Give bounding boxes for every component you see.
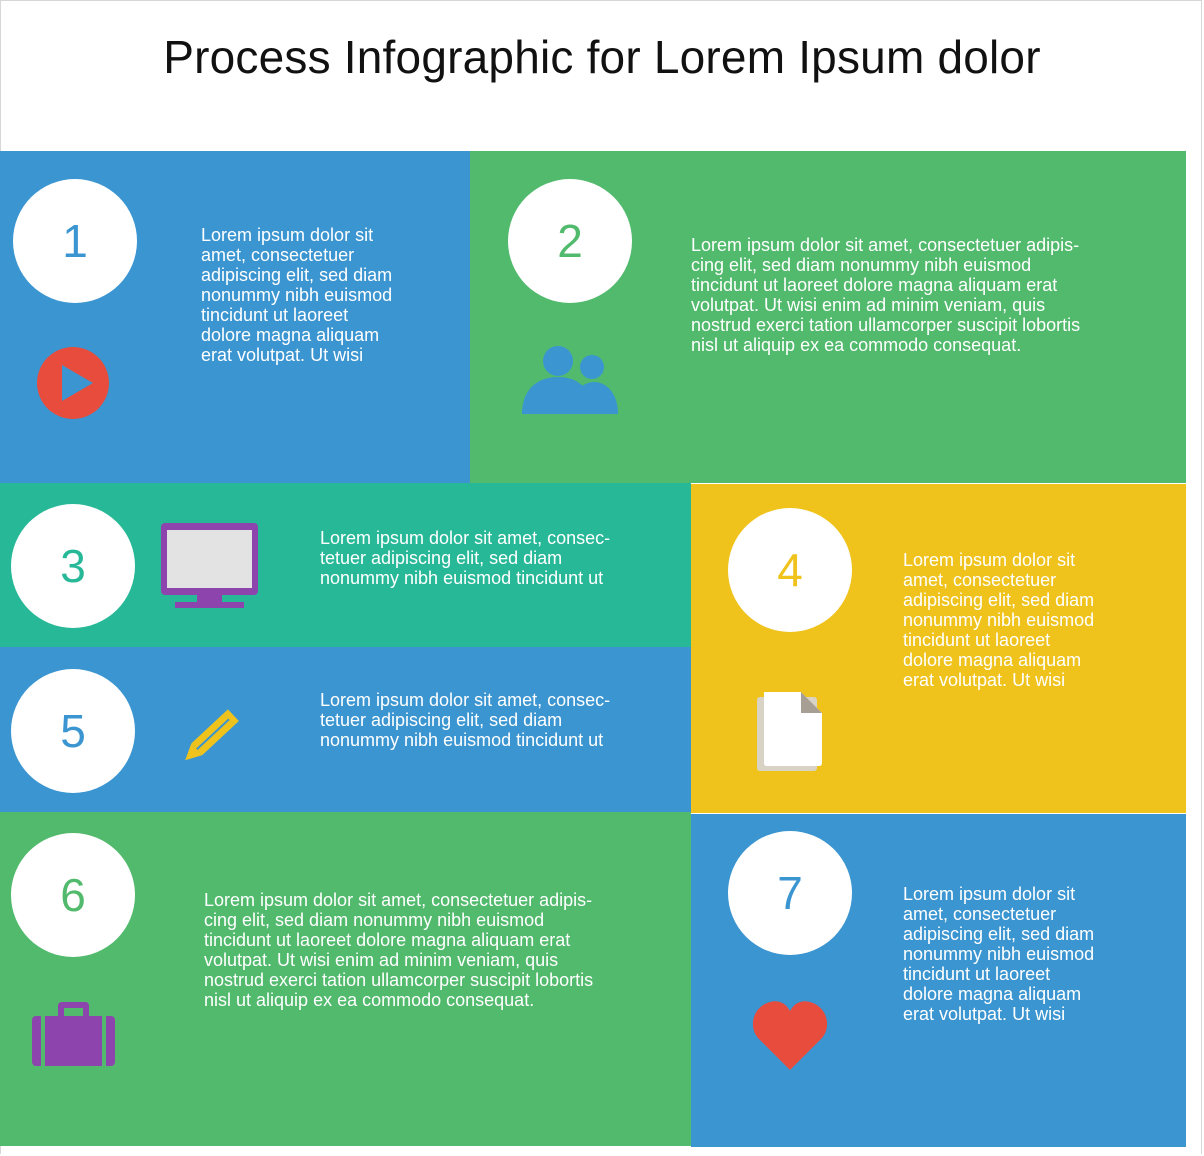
monitor-icon — [161, 523, 258, 609]
step-3-number: 3 — [60, 540, 86, 592]
step-2-description: Lorem ipsum dolor sit amet, consectetuer… — [691, 235, 1080, 355]
step-7-line: tincidunt ut laoreet — [903, 964, 1051, 984]
step-4-line: adipiscing elit, sed diam — [903, 590, 1095, 610]
step-7-line: amet, consectetuer — [903, 904, 1057, 924]
step-3-panel: 3 Lorem ipsum dolor sit amet, consec- te… — [0, 483, 691, 647]
step-7-line: dolore magna aliquam — [903, 984, 1082, 1004]
users-icon — [521, 344, 619, 416]
step-4-number: 4 — [777, 544, 803, 596]
step-1-line: amet, consectetuer — [201, 245, 355, 265]
step-5-number-circle: 5 — [11, 669, 135, 793]
step-7-line: Lorem ipsum dolor sit — [903, 884, 1076, 904]
document-icon — [755, 689, 825, 773]
step-1-line: erat volutpat. Ut wisi — [201, 345, 364, 365]
step-6-number-circle: 6 — [11, 833, 135, 957]
step-4-description: Lorem ipsum dolor sit amet, consectetuer… — [903, 550, 1094, 690]
step-1-line: nonummy nibh euismod — [201, 285, 393, 305]
step-4-panel: 4 Lorem ipsum dolor sit amet, consectetu… — [691, 484, 1186, 813]
step-7-line: erat volutpat. Ut wisi — [903, 1004, 1066, 1024]
step-4-line: Lorem ipsum dolor sit — [903, 550, 1076, 570]
step-4-line: nonummy nibh euismod — [903, 610, 1095, 630]
pencil-icon — [178, 706, 242, 768]
step-7-number-circle: 7 — [728, 831, 852, 955]
step-2-number-circle: 2 — [508, 179, 632, 303]
step-1-line: tincidunt ut laoreet — [201, 305, 349, 325]
step-2-line: volutpat. Ut wisi enim ad minim veniam, … — [691, 295, 1046, 315]
step-2-line: nisl ut aliquip ex ea commodo consequat. — [691, 335, 1022, 355]
heart-icon — [752, 999, 828, 1071]
step-4-line: amet, consectetuer — [903, 570, 1057, 590]
step-6-line: volutpat. Ut wisi enim ad minim veniam, … — [204, 950, 559, 970]
step-6-number: 6 — [60, 869, 86, 921]
step-2-panel: 2 Lorem ipsum dolor sit amet, consectetu… — [470, 151, 1186, 483]
play-icon — [37, 347, 109, 419]
step-5-panel: 5 Lorem ipsum dolor sit amet, consec- te… — [0, 647, 691, 812]
step-2-line: Lorem ipsum dolor sit amet, consectetuer… — [691, 235, 1080, 255]
step-1-number-circle: 1 — [13, 179, 137, 303]
step-5-number: 5 — [60, 705, 86, 757]
step-4-number-circle: 4 — [728, 508, 852, 632]
step-2-number: 2 — [557, 215, 583, 267]
step-3-line: tetuer adipiscing elit, sed diam — [320, 548, 563, 568]
step-5-line: nonummy nibh euismod tincidunt ut — [320, 730, 604, 750]
step-2-line: cing elit, sed diam nonummy nibh euismod — [691, 255, 1032, 275]
step-6-line: tincidunt ut laoreet dolore magna aliqua… — [204, 930, 571, 950]
step-6-description: Lorem ipsum dolor sit amet, consectetuer… — [204, 890, 593, 1010]
step-6-line: cing elit, sed diam nonummy nibh euismod — [204, 910, 545, 930]
step-6-line: nostrud exerci tation ullamcorper suscip… — [204, 970, 594, 990]
step-1-panel: 1 Lorem ipsum dolor sit amet, consectetu… — [0, 151, 470, 483]
step-3-description: Lorem ipsum dolor sit amet, consec- tetu… — [320, 528, 610, 588]
step-7-line: nonummy nibh euismod — [903, 944, 1095, 964]
step-4-line: dolore magna aliquam — [903, 650, 1082, 670]
step-1-line: dolore magna aliquam — [201, 325, 380, 345]
step-3-line: nonummy nibh euismod tincidunt ut — [320, 568, 604, 588]
step-3-number-circle: 3 — [11, 504, 135, 628]
step-4-line: erat volutpat. Ut wisi — [903, 670, 1066, 690]
step-7-panel: 7 Lorem ipsum dolor sit amet, consectetu… — [691, 814, 1186, 1147]
step-7-number: 7 — [777, 867, 803, 919]
step-1-description: Lorem ipsum dolor sit amet, consectetuer… — [201, 225, 392, 365]
step-5-description: Lorem ipsum dolor sit amet, consec- tetu… — [320, 690, 610, 750]
step-3-line: Lorem ipsum dolor sit amet, consec- — [320, 528, 611, 548]
step-6-panel: 6 Lorem ipsum dolor sit amet, consectetu… — [0, 812, 691, 1146]
step-1-line: Lorem ipsum dolor sit — [201, 225, 374, 245]
step-6-line: nisl ut aliquip ex ea commodo consequat. — [204, 990, 535, 1010]
step-7-description: Lorem ipsum dolor sit amet, consectetuer… — [903, 884, 1094, 1024]
step-5-line: tetuer adipiscing elit, sed diam — [320, 710, 563, 730]
step-1-line: adipiscing elit, sed diam — [201, 265, 393, 285]
step-2-line: tincidunt ut laoreet dolore magna aliqua… — [691, 275, 1058, 295]
step-7-line: adipiscing elit, sed diam — [903, 924, 1095, 944]
step-5-line: Lorem ipsum dolor sit amet, consec- — [320, 690, 611, 710]
step-2-line: nostrud exerci tation ullamcorper suscip… — [691, 315, 1081, 335]
step-6-line: Lorem ipsum dolor sit amet, consectetuer… — [204, 890, 593, 910]
briefcase-icon — [32, 1000, 115, 1067]
step-1-number: 1 — [62, 215, 88, 267]
page-title: Process Infographic for Lorem Ipsum dolo… — [163, 31, 1041, 83]
step-4-line: tincidunt ut laoreet — [903, 630, 1051, 650]
